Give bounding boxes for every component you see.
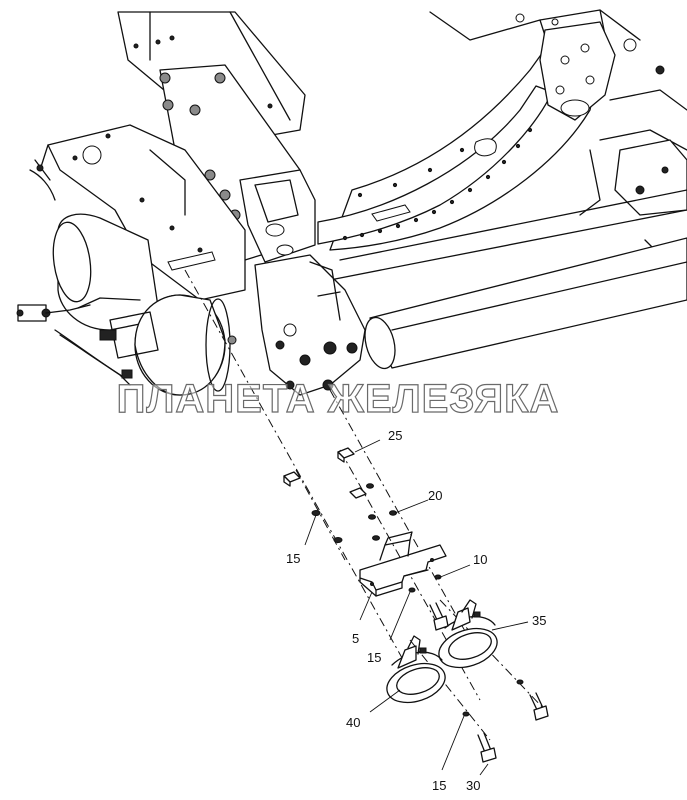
callout-labels: 25 20 15 10 35 5 15 40 15 30 xyxy=(286,428,546,793)
callout-25: 25 xyxy=(388,428,402,443)
bracket-5 xyxy=(359,531,447,597)
callout-15-left: 15 xyxy=(286,551,300,566)
leader-lines xyxy=(304,439,529,776)
mount-plate xyxy=(39,124,246,301)
nut-left xyxy=(283,471,301,487)
callout-30: 30 xyxy=(466,778,480,793)
callout-10: 10 xyxy=(473,552,487,567)
brake-chamber xyxy=(99,294,237,396)
frame-rail xyxy=(317,9,687,256)
nut-mid xyxy=(349,487,367,499)
callout-40: 40 xyxy=(346,715,360,730)
callout-20: 20 xyxy=(428,488,442,503)
callout-15-mid: 15 xyxy=(367,650,381,665)
axle-tube xyxy=(329,189,687,370)
nut-25 xyxy=(337,447,355,463)
bolt-right xyxy=(529,692,549,721)
air-cylinder xyxy=(16,159,161,386)
washers xyxy=(311,483,524,717)
horn-35 xyxy=(438,599,498,669)
callout-15-bottom: 15 xyxy=(432,778,446,793)
callout-5: 5 xyxy=(352,631,359,646)
callout-35: 35 xyxy=(532,613,546,628)
watermark-text: ПЛАНЕТА ЖЕЛЕЗЯКА xyxy=(117,377,560,421)
bolt-30 xyxy=(477,732,497,763)
horn-40 xyxy=(386,635,446,704)
front-frame xyxy=(117,11,366,396)
rail-rivets xyxy=(342,127,533,241)
